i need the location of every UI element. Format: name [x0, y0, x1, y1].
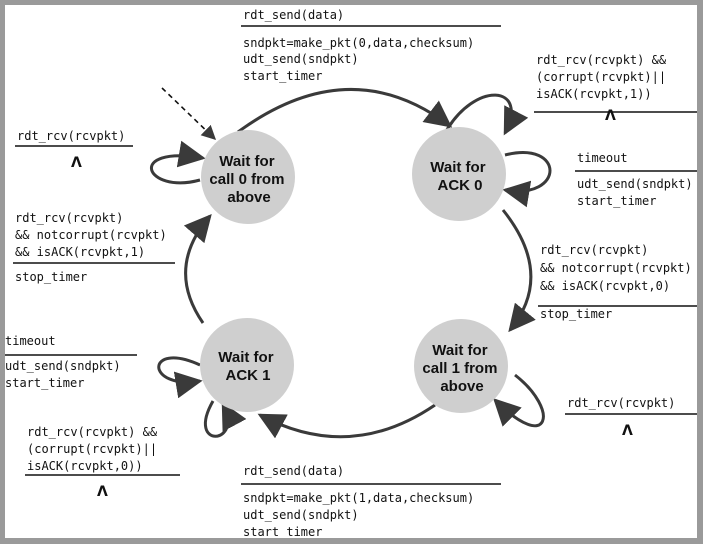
arrow-s2-s3 [501, 209, 536, 333]
label-t-s2-timeout: timeout udt_send(sndpkt) start_timer [577, 151, 697, 208]
lambda-s1-loop: Λ [71, 155, 82, 171]
label-t-s3-s4: rdt_send(data) sndpkt=make_pkt(1,data,ch… [243, 464, 481, 538]
label-t-s3-loop: rdt_rcv(rcvpkt) [567, 396, 675, 410]
lambda-s2-loop: Λ [605, 108, 616, 124]
state-wait-ack-1-label: Wait for ACK 1 [218, 349, 277, 384]
label-t-s4-timeout: timeout udt_send(sndpkt) start_timer [5, 334, 128, 390]
lambda-s4-loop: Λ [97, 484, 108, 500]
label-t-s2-loop-corrupt: rdt_rcv(rcvpkt) && (corrupt(rcvpkt)|| is… [536, 53, 673, 101]
state-wait-call-0 [201, 130, 295, 224]
loop-s1 [150, 140, 206, 185]
state-wait-call-1-label: Wait for call 1 from above [422, 342, 501, 395]
label-t-s4-s1: rdt_rcv(rcvpkt) && notcorrupt(rcvpkt) &&… [15, 211, 174, 284]
lambda-s3-loop: Λ [622, 423, 633, 439]
initial-arrow [161, 87, 217, 140]
fsm-svg: Wait for call 0 from above Wait for ACK … [5, 8, 697, 538]
arrow-s1-s2 [237, 88, 453, 134]
state-wait-call-0-label: Wait for call 0 from above [209, 153, 288, 206]
loop-s3 [493, 373, 545, 428]
arrow-s4-s1 [183, 213, 212, 324]
loop-s4-corrupt [204, 400, 247, 438]
loop-s4-timeout [157, 356, 203, 399]
loop-s2-corrupt [443, 93, 529, 136]
loop-s2-timeout [502, 151, 552, 208]
transition-arrows [150, 88, 552, 439]
state-wait-ack-0-label: Wait for ACK 0 [430, 159, 489, 194]
state-wait-call-1 [414, 319, 508, 413]
state-wait-ack-0 [412, 127, 506, 221]
label-dividers [5, 25, 697, 485]
label-t-s1-s2: rdt_send(data) sndpkt=make_pkt(0,data,ch… [243, 8, 481, 83]
state-wait-ack-1 [200, 318, 294, 412]
arrow-s3-s4 [257, 403, 436, 439]
states [200, 127, 508, 413]
label-t-s2-s3: rdt_rcv(rcvpkt) && notcorrupt(rcvpkt) &&… [540, 243, 697, 321]
label-t-s1-loop: rdt_rcv(rcvpkt) [17, 129, 125, 143]
label-t-s4-loop-corrupt: rdt_rcv(rcvpkt) && (corrupt(rcvpkt)|| is… [27, 425, 164, 473]
fsm-diagram: Wait for call 0 from above Wait for ACK … [5, 5, 697, 538]
